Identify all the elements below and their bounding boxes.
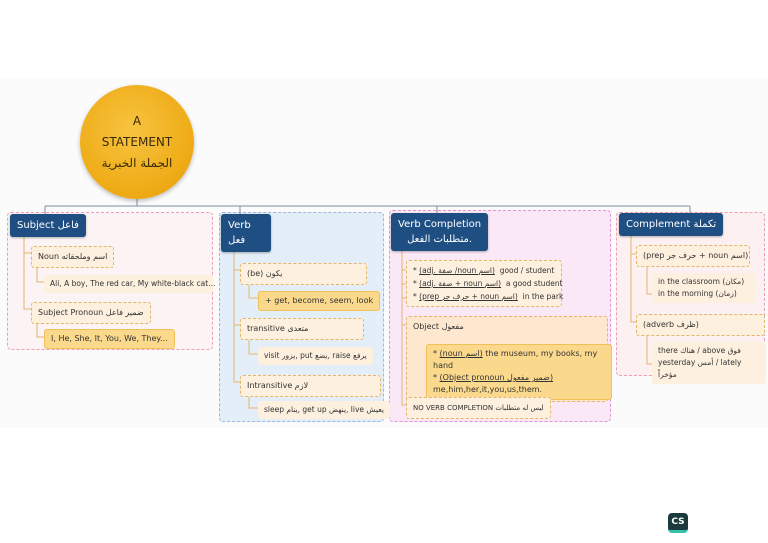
- subject-pronoun-examples: I, He, She, It, You, We, They...: [44, 329, 175, 349]
- pattern2-example: a good student: [505, 279, 563, 288]
- no-completion-node: NO VERB COMPLETION ليس له متطلبات: [406, 397, 551, 419]
- pattern1-example: good / student: [499, 266, 555, 275]
- pattern-prep-plus-noun: * (prep حرف جر + noun اسم) in the park: [413, 292, 564, 301]
- transitive-examples: visit يزور, put يضع, raise يرفع: [258, 347, 373, 365]
- pattern3-formula: (prep حرف جر + noun اسم): [419, 292, 518, 301]
- pattern2-formula: (adj. صفة + noun اسم): [419, 279, 502, 288]
- prep-example-place: in the classroom (مكان): [658, 277, 745, 286]
- root-node: A STATEMENT الجملة الخبرية: [80, 85, 194, 199]
- object-pronoun-formula: (Object pronoun ضمير مفعول): [439, 373, 554, 382]
- pattern-adj-plus-noun: * (adj. صفة + noun اسم) a good student: [413, 279, 563, 288]
- prep-example-time: in the morning (زمان): [658, 289, 737, 298]
- root-title-line3: الجملة الخبرية: [101, 155, 173, 170]
- scanner-logo-text: CS: [671, 516, 685, 527]
- verb-completion-header: Verb Completion متطلبات الفعل.: [391, 213, 489, 251]
- verb-completion-header-en: Verb Completion: [398, 219, 482, 230]
- completion-patterns: * (adj. صفة /noun اسم) good / student * …: [406, 260, 564, 307]
- subject-pronoun-node: Subject Pronoun ضمير فاعل: [31, 302, 151, 324]
- object-examples: * (noun اسم) the museum, my books, my ha…: [426, 344, 612, 400]
- noun-node: Noun اسم وملحقاته: [31, 246, 115, 268]
- root-title-line1: A: [132, 113, 142, 128]
- object-pronoun-example: me,him,her,it,you,us,them.: [433, 385, 543, 394]
- prep-noun-examples: in the classroom (مكان) in the morning (…: [652, 273, 756, 303]
- root-title-line2: STATEMENT: [101, 134, 173, 149]
- be-verb-examples: + get, become, seem, look: [258, 291, 381, 311]
- verb-completion-header-ar: متطلبات الفعل.: [407, 234, 473, 245]
- object-label: Object مفعول: [413, 322, 464, 331]
- transitive-node: transitive متعدى: [240, 318, 364, 340]
- object-pronoun-row: * (Object pronoun ضمير مفعول): [433, 373, 554, 382]
- object-noun-formula: (noun اسم): [439, 349, 483, 358]
- pattern3-example: in the park: [522, 292, 564, 301]
- subject-header: Subject فاعل: [10, 214, 86, 237]
- pattern1-formula: (adj. صفة /noun اسم): [419, 266, 495, 275]
- verb-header: Verb فعل: [221, 214, 271, 252]
- be-verb-node: (be) يكون: [240, 263, 367, 285]
- intransitive-examples: sleep ينام, get up ينهض, live يعيش: [258, 401, 390, 419]
- intransitive-node: Intransitive لازم: [240, 375, 381, 397]
- verb-header-ar: فعل: [228, 235, 246, 246]
- pattern-adj-or-noun: * (adj. صفة /noun اسم) good / student: [413, 266, 555, 275]
- adverb-examples: there هناك / above فوق yesterday أمس / l…: [652, 342, 766, 384]
- adverb-example-place: there هناك / above فوق: [658, 346, 741, 355]
- verb-header-en: Verb: [228, 220, 251, 231]
- noun-examples: Ali, A boy, The red car, My white-black …: [44, 275, 215, 293]
- prep-noun-node: (prep حرف جر + noun اسم): [636, 245, 750, 267]
- adverb-example-time: yesterday أمس / lately مؤخراً: [658, 358, 742, 379]
- adverb-node: (adverb ظرف): [636, 314, 765, 336]
- object-noun-example: the museum, my books, my hand: [433, 349, 598, 370]
- scanner-logo-icon: CS: [668, 513, 688, 533]
- complement-header: Complement تكملة: [619, 213, 724, 236]
- object-noun-row: * (noun اسم) the museum, my books, my ha…: [433, 349, 598, 370]
